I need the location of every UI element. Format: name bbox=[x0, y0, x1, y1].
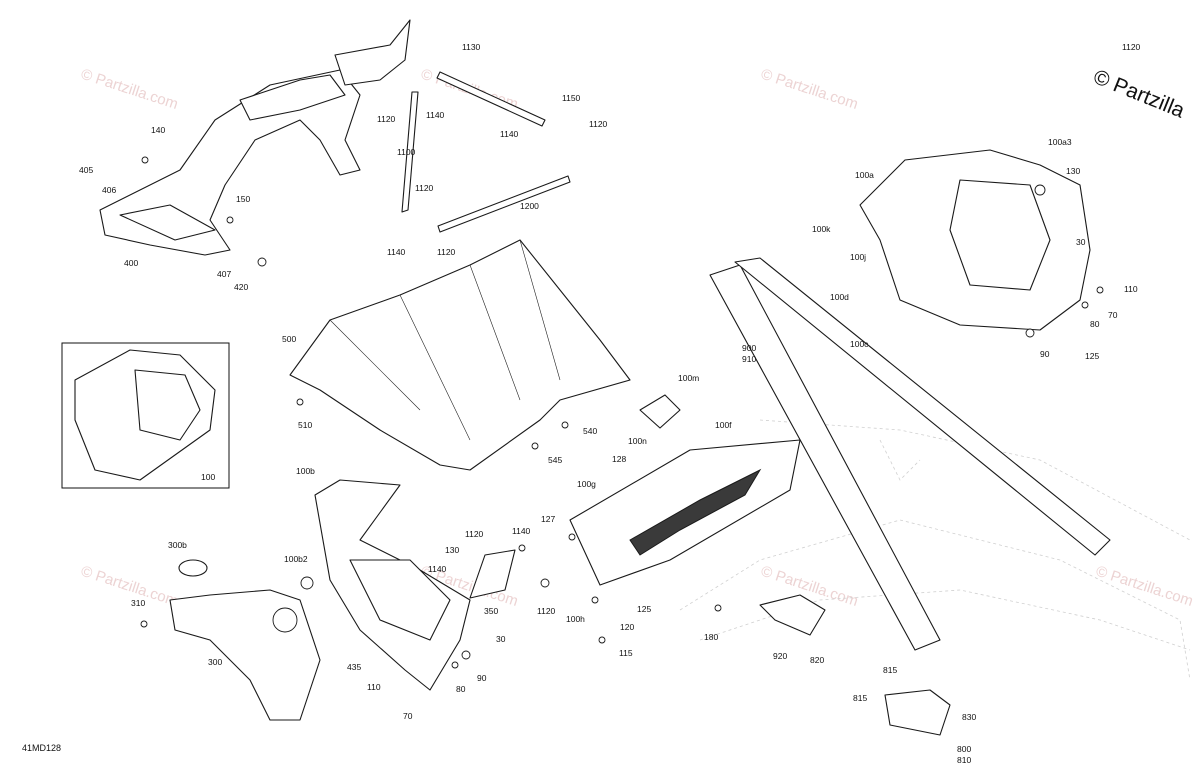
callout-800: 800 bbox=[957, 744, 971, 754]
callout-500: 500 bbox=[282, 334, 296, 344]
callout-100a: 100a bbox=[855, 170, 874, 180]
callout-100g: 100g bbox=[577, 479, 596, 489]
callout-90: 90 bbox=[1040, 349, 1050, 359]
callout-1150: 1150 bbox=[562, 93, 581, 103]
side-frame-100b bbox=[314, 479, 516, 691]
diagram-id: 41MD128 bbox=[22, 743, 61, 753]
callout-140: 140 bbox=[151, 125, 165, 135]
callout-1140: 1140 bbox=[426, 110, 445, 120]
callout-1120: 1120 bbox=[537, 606, 556, 616]
watermark-7: © Partzilla.com bbox=[1094, 563, 1195, 610]
callout-815: 815 bbox=[883, 665, 897, 675]
callout-350: 350 bbox=[484, 606, 498, 616]
callout-70: 70 bbox=[403, 711, 413, 721]
callout-30: 30 bbox=[496, 634, 506, 644]
callout-115: 115 bbox=[619, 648, 633, 658]
callout-300b: 300b bbox=[168, 540, 187, 550]
callout-300: 300 bbox=[208, 657, 222, 667]
callout-405: 405 bbox=[79, 165, 93, 175]
callout-1120: 1120 bbox=[415, 183, 434, 193]
callout-1140: 1140 bbox=[387, 247, 406, 257]
callout-1120: 1120 bbox=[437, 247, 456, 257]
callout-80: 80 bbox=[1090, 319, 1100, 329]
callout-820: 820 bbox=[810, 655, 824, 665]
callout-100c: 100c bbox=[850, 339, 869, 349]
floor-pan-100f bbox=[569, 394, 801, 586]
callout-100j: 100j bbox=[850, 252, 866, 262]
callout-100m: 100m bbox=[678, 373, 699, 383]
callout-1140: 1140 bbox=[428, 564, 447, 574]
callout-910: 910 bbox=[742, 354, 756, 364]
callout-100: 100 bbox=[201, 472, 215, 482]
callout-128: 128 bbox=[612, 454, 626, 464]
callout-1120: 1120 bbox=[377, 114, 396, 124]
callout-125: 125 bbox=[1085, 351, 1099, 361]
fasteners bbox=[140, 156, 1104, 669]
tie-rods bbox=[401, 71, 571, 233]
callout-540: 540 bbox=[583, 426, 597, 436]
skid-plate-500 bbox=[289, 239, 631, 471]
callout-920: 920 bbox=[773, 651, 787, 661]
callout-100h: 100h bbox=[566, 614, 585, 624]
callout-400: 400 bbox=[124, 258, 138, 268]
callout-406: 406 bbox=[102, 185, 116, 195]
callout-1140: 1140 bbox=[500, 129, 519, 139]
callout-120: 120 bbox=[620, 622, 634, 632]
callout-407: 407 bbox=[217, 269, 231, 279]
callout-435: 435 bbox=[347, 662, 361, 672]
callout-510: 510 bbox=[298, 420, 312, 430]
callout-420: 420 bbox=[234, 282, 248, 292]
callout-100d: 100d bbox=[830, 292, 849, 302]
callout-100k: 100k bbox=[812, 224, 831, 234]
callout-100f: 100f bbox=[715, 420, 732, 430]
copyright-text: © Partzilla bbox=[1090, 65, 1188, 122]
callout-30: 30 bbox=[1076, 237, 1086, 247]
callout-900: 900 bbox=[742, 343, 756, 353]
callout-100n: 100n bbox=[628, 436, 647, 446]
callout-1120: 1120 bbox=[465, 529, 484, 539]
callout-150: 150 bbox=[236, 194, 250, 204]
upper-cage-400 bbox=[99, 19, 411, 256]
inset-frame-100 bbox=[61, 342, 230, 489]
callout-70: 70 bbox=[1108, 310, 1118, 320]
callout-1130: 1130 bbox=[462, 42, 481, 52]
callout-110: 110 bbox=[1124, 284, 1138, 294]
callout-1200: 1200 bbox=[520, 201, 539, 211]
callout-1100: 1100 bbox=[397, 147, 416, 157]
callout-545: 545 bbox=[548, 455, 562, 465]
watermark-4: © Partzilla.com bbox=[79, 563, 180, 610]
callout-80: 80 bbox=[456, 684, 466, 694]
callout-1120: 1120 bbox=[1122, 42, 1141, 52]
callout-labels: 1120 1130 1120 1140 1150 1120 1140 1100 … bbox=[79, 42, 1141, 765]
callout-815: 815 bbox=[853, 693, 867, 703]
callout-180: 180 bbox=[704, 632, 718, 642]
tube-900 bbox=[709, 257, 1111, 651]
callout-810: 810 bbox=[957, 755, 971, 765]
callout-130: 130 bbox=[1066, 166, 1080, 176]
watermark-1: © Partzilla.com bbox=[79, 66, 180, 113]
callout-310: 310 bbox=[131, 598, 145, 608]
brackets-800-820 bbox=[759, 594, 951, 736]
callout-110: 110 bbox=[367, 682, 381, 692]
watermark-3: © Partzilla.com bbox=[759, 66, 860, 113]
callout-100a3: 100a3 bbox=[1048, 137, 1072, 147]
callout-830: 830 bbox=[962, 712, 976, 722]
callout-1120: 1120 bbox=[589, 119, 608, 129]
rear-support-300 bbox=[169, 559, 321, 721]
callout-90: 90 bbox=[477, 673, 487, 683]
front-frame-100a bbox=[859, 149, 1091, 331]
callout-100b2: 100b2 bbox=[284, 554, 308, 564]
callout-100b: 100b bbox=[296, 466, 315, 476]
callout-130: 130 bbox=[445, 545, 459, 555]
callout-127: 127 bbox=[541, 514, 555, 524]
callout-1140: 1140 bbox=[512, 526, 531, 536]
callout-125: 125 bbox=[637, 604, 651, 614]
